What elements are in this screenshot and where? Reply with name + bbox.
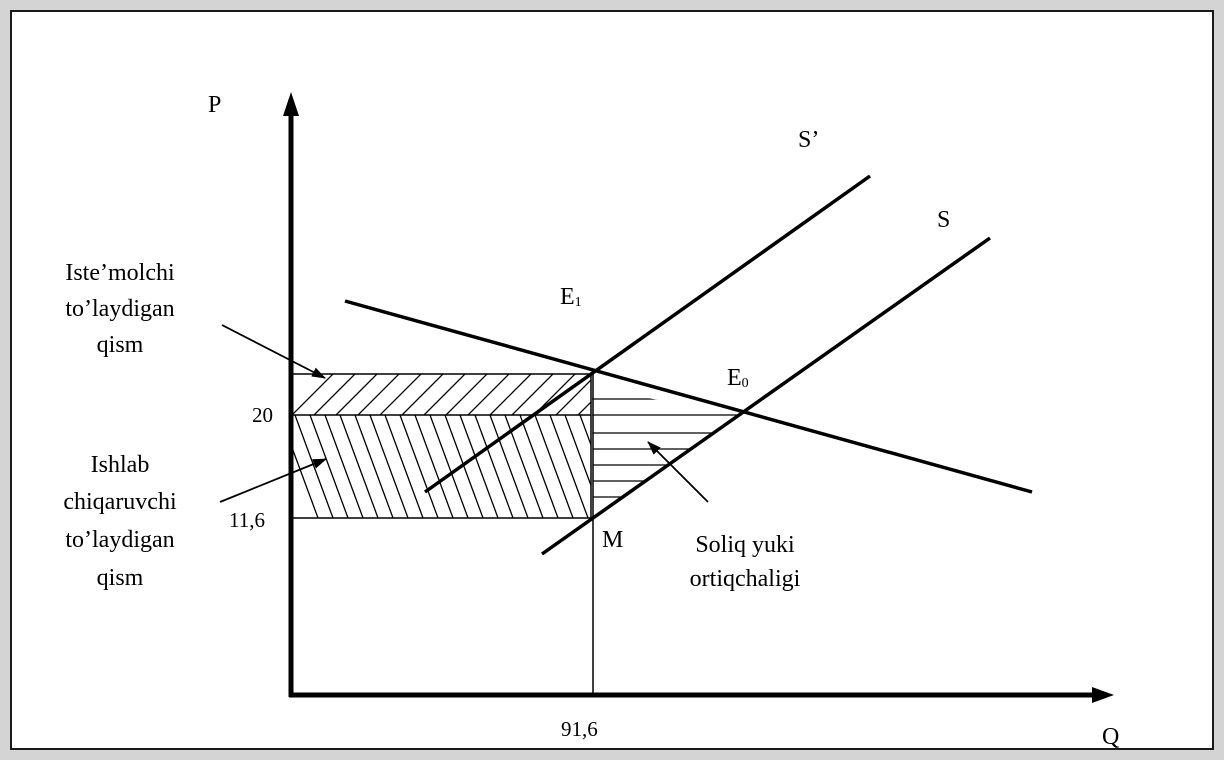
demand-curve <box>344 299 1033 494</box>
y-axis-arrow-icon <box>283 92 299 116</box>
deadweight-loss-area <box>592 398 742 498</box>
consumer-burden-area <box>291 374 591 415</box>
x-axis-arrow-icon <box>1092 687 1114 703</box>
tax-incidence-diagram: P Q 20 11,6 91,6 S’ S E1 E0 M Iste’molch… <box>63 92 1119 748</box>
producer-burden-area <box>290 415 591 518</box>
supply-curve <box>540 236 992 556</box>
svg-text:Soliq yuki: Soliq yuki <box>695 532 795 558</box>
svg-text:qism: qism <box>97 332 144 358</box>
svg-text:to’laydigan: to’laydigan <box>65 296 174 322</box>
svg-text:chiqaruvchi: chiqaruvchi <box>63 489 177 515</box>
diagram-frame: P Q 20 11,6 91,6 S’ S E1 E0 M Iste’molch… <box>10 10 1214 750</box>
consumer-pointer-arrow-icon <box>221 324 326 379</box>
svg-text:Ishlab: Ishlab <box>91 452 150 478</box>
svg-text:Iste’molchi: Iste’molchi <box>65 260 175 286</box>
producer-pointer-arrow-icon <box>219 458 327 503</box>
point-e1-label: E1 <box>560 284 582 310</box>
svg-text:ortiqchaligi: ortiqchaligi <box>690 566 801 592</box>
deadweight-pointer-arrow-icon <box>647 441 709 503</box>
x-axis-label: Q <box>1102 724 1119 748</box>
supply-shifted-label: S’ <box>798 127 819 153</box>
pointer-arrows <box>219 324 709 503</box>
svg-text:qism: qism <box>97 565 144 591</box>
supply-shifted-curve <box>423 174 872 494</box>
deadweight-loss-label: Soliq yuki ortiqchaligi <box>690 532 801 592</box>
supply-label: S <box>937 207 950 233</box>
y-axis-label: P <box>208 92 221 118</box>
tick-price-20: 20 <box>252 403 273 427</box>
tick-quantity-91-6: 91,6 <box>561 717 598 741</box>
point-m-label: M <box>602 527 623 553</box>
curves <box>344 174 1033 556</box>
consumer-burden-label: Iste’molchi to’laydigan qism <box>65 260 175 358</box>
producer-burden-label: Ishlab chiqaruvchi to’laydigan qism <box>63 452 177 591</box>
svg-text:to’laydigan: to’laydigan <box>65 527 174 553</box>
tick-price-11-6: 11,6 <box>229 508 265 532</box>
axes <box>288 112 1102 698</box>
point-e0-label: E0 <box>727 365 749 391</box>
